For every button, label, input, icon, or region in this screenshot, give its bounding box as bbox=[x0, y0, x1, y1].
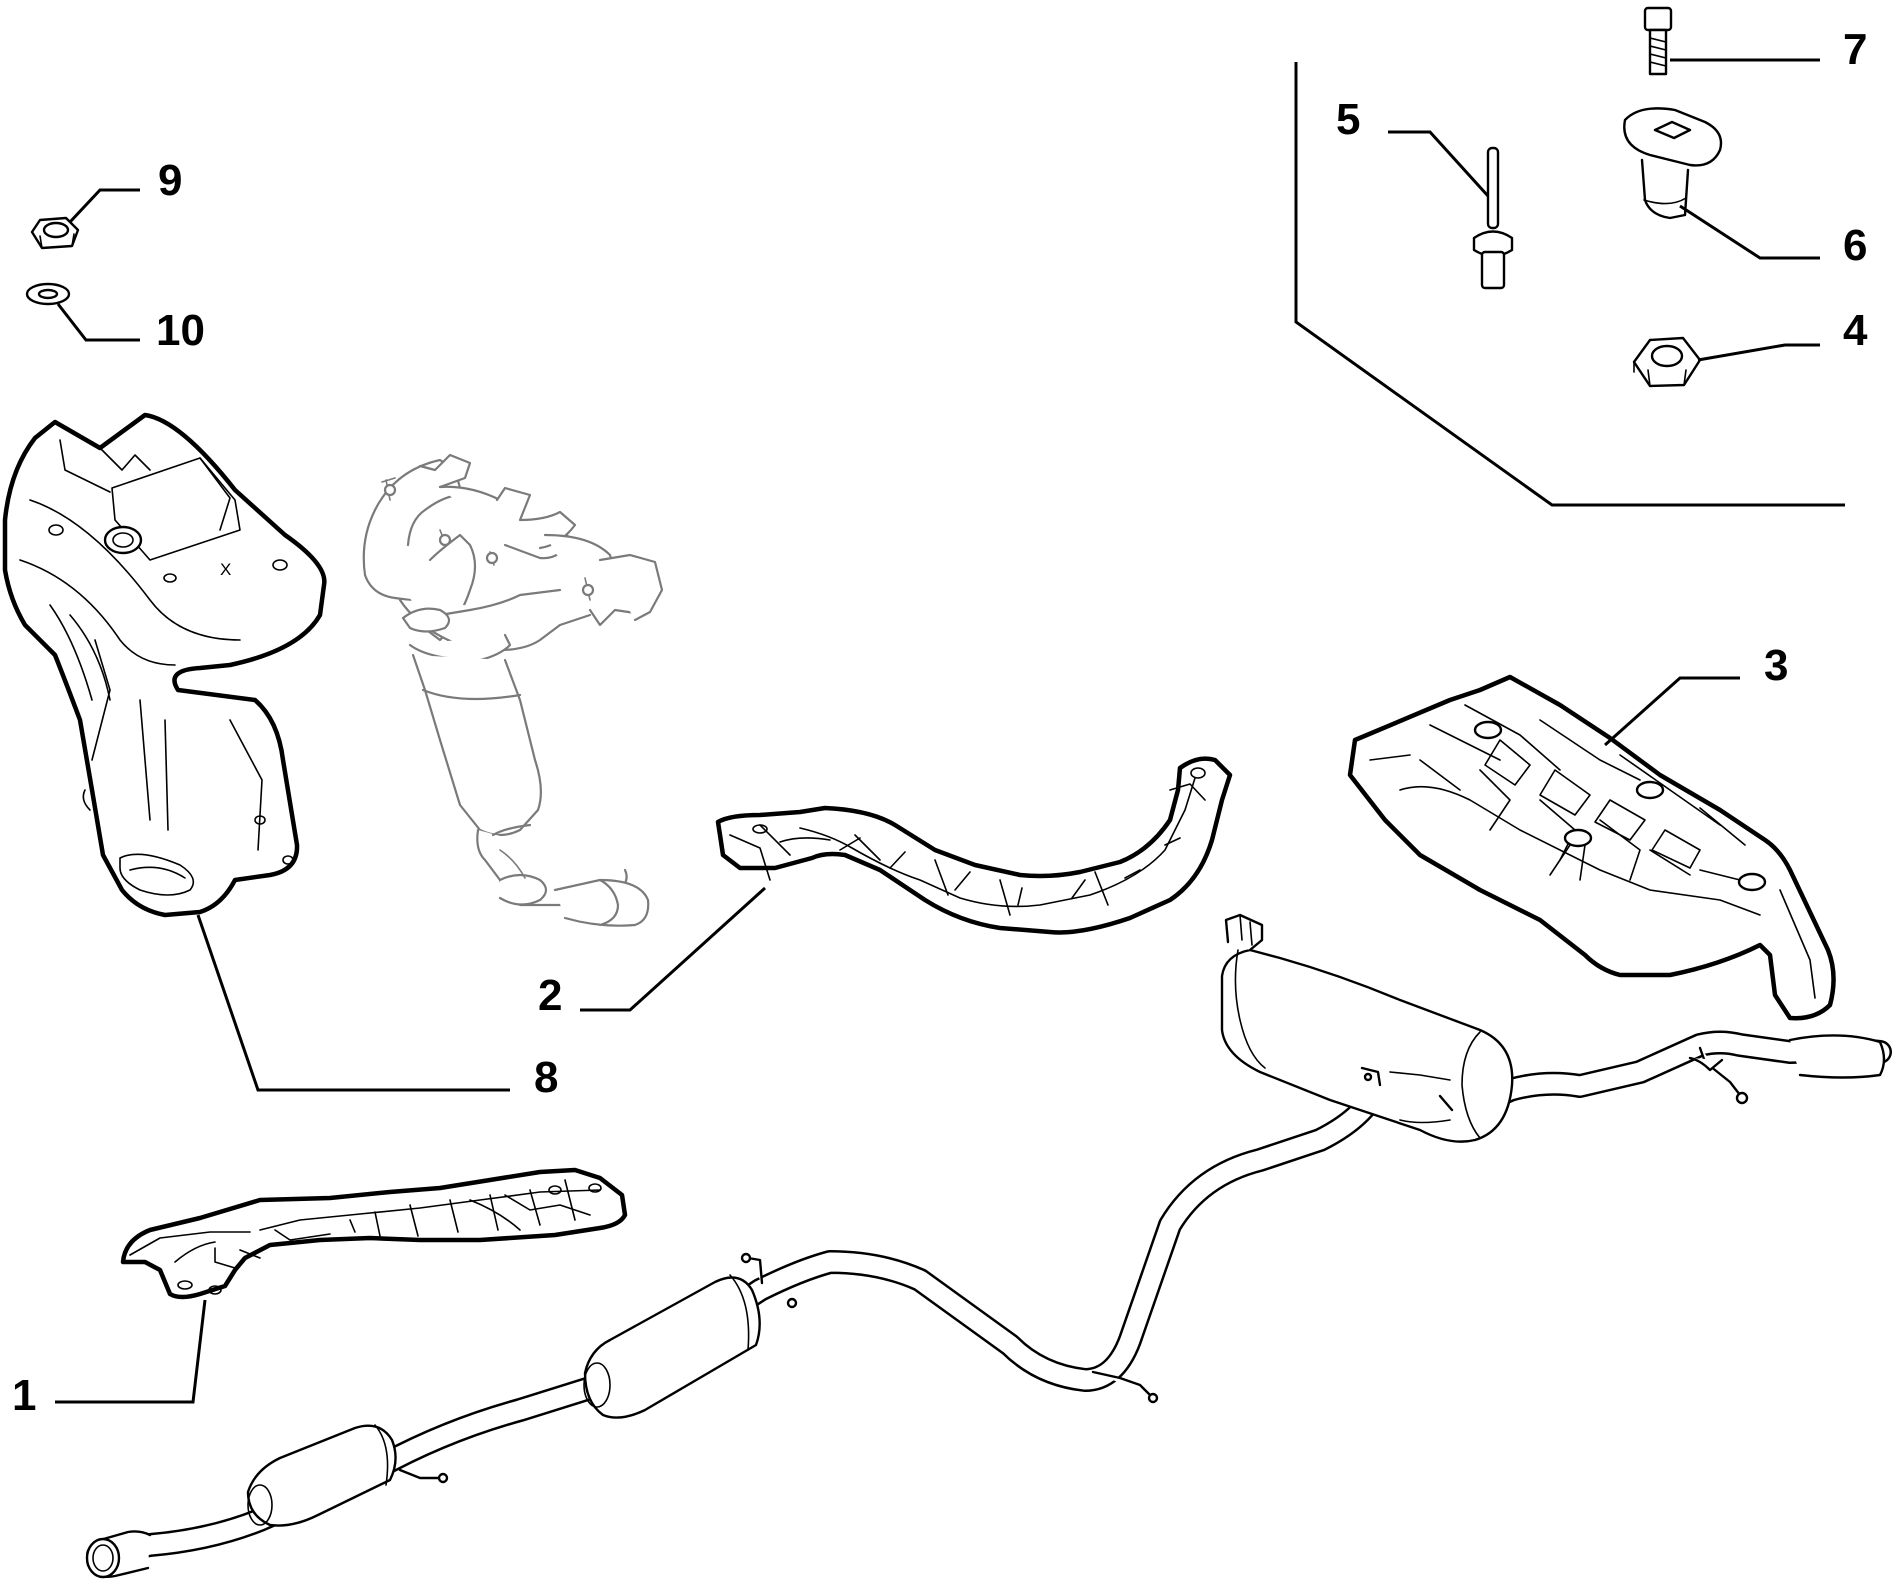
leader-6 bbox=[1679, 204, 1820, 260]
leader-3 bbox=[1604, 676, 1740, 747]
leader-4 bbox=[1697, 343, 1820, 362]
part-8-manifold-heat-shield: X bbox=[2, 412, 327, 918]
part-10-washer bbox=[25, 282, 71, 306]
callout-10: 10 bbox=[156, 306, 205, 355]
manifold-shield-mark: X bbox=[220, 560, 231, 579]
hardware-group-bracket bbox=[1294, 62, 1845, 507]
exhaust-pipe-assembly bbox=[85, 913, 1892, 1579]
callout-4: 4 bbox=[1843, 306, 1868, 355]
callout-9: 9 bbox=[158, 156, 182, 205]
callout-7: 7 bbox=[1843, 25, 1867, 74]
leader-1 bbox=[55, 1299, 207, 1404]
part-4-nut bbox=[1632, 336, 1702, 388]
part-2-front-pipe-heat-shield bbox=[715, 756, 1233, 935]
part-7-bolt bbox=[1643, 6, 1673, 76]
leader-8 bbox=[196, 914, 510, 1092]
callout-1: 1 bbox=[12, 1371, 36, 1420]
callout-8: 8 bbox=[534, 1053, 558, 1102]
part-5-stud bbox=[1472, 146, 1514, 290]
callout-3: 3 bbox=[1764, 641, 1788, 690]
leader-9 bbox=[68, 188, 140, 224]
exhaust-manifold-catalyst-reference bbox=[362, 453, 664, 927]
callout-2: 2 bbox=[538, 971, 562, 1020]
part-3-rear-heat-shield bbox=[1347, 674, 1836, 1021]
leader-10 bbox=[56, 303, 140, 342]
callout-6: 6 bbox=[1843, 221, 1867, 270]
leader-5 bbox=[1388, 130, 1490, 198]
part-6-grommet bbox=[1623, 107, 1723, 220]
part-1-underbody-heat-shield bbox=[120, 1167, 628, 1300]
leader-2 bbox=[580, 886, 767, 1012]
part-9-nut bbox=[30, 216, 80, 250]
callout-5: 5 bbox=[1336, 95, 1360, 144]
